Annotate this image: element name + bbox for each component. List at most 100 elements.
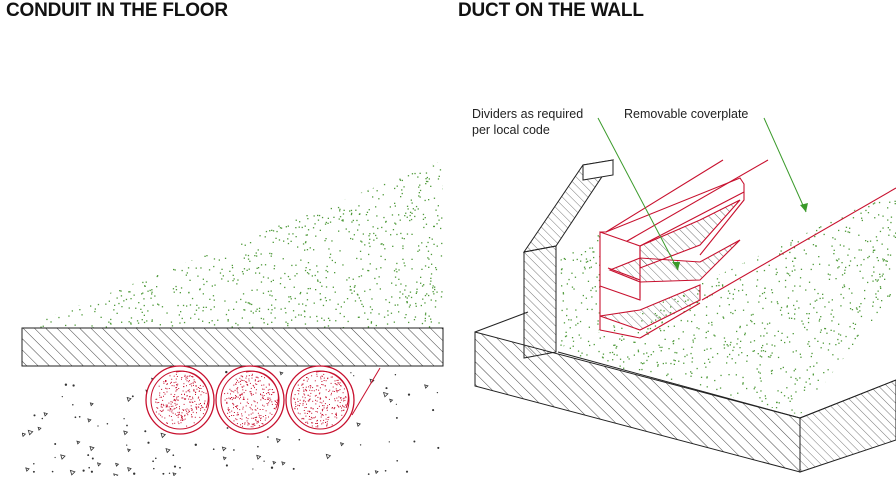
speckle-dot	[848, 248, 850, 250]
speckle-dot	[809, 366, 811, 368]
speckle-dot	[653, 208, 655, 211]
speckle-dot	[171, 208, 173, 211]
speckle-dot	[889, 294, 891, 296]
conduit-stipple	[254, 424, 256, 426]
speckle-dot	[879, 273, 881, 275]
speckle-dot	[761, 356, 763, 358]
speckle-dot	[643, 225, 645, 227]
speckle-dot	[756, 270, 758, 273]
conduit-stipple	[302, 387, 304, 389]
speckle-dot	[625, 298, 627, 300]
speckle-dot	[875, 236, 878, 238]
speckle-dot	[298, 314, 300, 316]
speckle-dot	[787, 397, 790, 399]
speckle-dot	[227, 320, 229, 322]
speckle-dot	[760, 214, 762, 216]
speckle-dot	[245, 202, 247, 204]
conduit-stipple	[186, 412, 188, 414]
speckle-dot	[270, 255, 272, 257]
speckle-dot	[110, 228, 113, 230]
speckle-dot	[872, 203, 875, 205]
speckle-dot	[129, 248, 131, 251]
conduit-stipple	[319, 401, 321, 403]
conduit-stipple	[229, 398, 231, 400]
speckle-dot	[770, 354, 772, 357]
conduit-stipple	[302, 396, 304, 398]
conduit-stipple	[323, 373, 325, 375]
speckle-dot	[425, 178, 427, 180]
conduit-stipple	[335, 383, 337, 385]
speckle-dot	[566, 308, 568, 310]
speckle-dot	[314, 223, 316, 225]
speckle-dot	[28, 189, 30, 191]
conduit-stipple	[322, 414, 324, 416]
speckle-dot	[742, 382, 744, 384]
speckle-dot	[371, 176, 373, 178]
speckle-dot	[749, 255, 751, 257]
speckle-dot	[590, 289, 592, 292]
speckle-dot	[441, 242, 443, 245]
speckle-dot	[398, 166, 400, 169]
conduit-stipple	[205, 392, 207, 394]
speckle-dot	[324, 240, 326, 242]
speckle-dot	[607, 360, 609, 362]
speckle-dot	[591, 247, 594, 249]
speckle-dot	[304, 242, 307, 244]
gravel-stone	[123, 430, 129, 436]
speckle-dot	[858, 350, 861, 352]
speckle-dot	[571, 286, 574, 288]
speckle-dot	[674, 360, 676, 362]
speckle-dot	[338, 230, 340, 232]
speckle-dot	[82, 213, 84, 215]
conduit-stipple	[241, 386, 243, 388]
speckle-dot	[430, 318, 432, 320]
speckle-dot	[691, 320, 693, 323]
speckle-dot	[304, 269, 307, 272]
conduit-stipple	[175, 387, 177, 389]
conduit-stipple	[342, 392, 344, 394]
speckle-dot	[424, 217, 426, 219]
speckle-dot	[375, 324, 377, 327]
speckle-dot	[588, 326, 590, 328]
speckle-dot	[37, 282, 39, 284]
speckle-dot	[212, 295, 215, 297]
speckle-dot	[892, 351, 895, 354]
speckle-dot	[304, 323, 307, 325]
speckle-dot	[712, 356, 714, 358]
speckle-dot	[150, 200, 153, 202]
speckle-dot	[417, 176, 419, 178]
speckle-dot	[399, 297, 401, 299]
speckle-dot	[357, 229, 359, 231]
speckle-dot	[58, 316, 60, 319]
speckle-dot	[731, 268, 733, 271]
conduit-stipple	[186, 377, 188, 379]
speckle-dot	[729, 292, 731, 295]
speckle-dot	[137, 238, 139, 240]
speckle-dot	[381, 243, 383, 245]
conduit-stipple	[297, 390, 299, 391]
speckle-dot	[325, 269, 327, 272]
speckle-dot	[439, 169, 442, 171]
conduit-stipple	[310, 392, 312, 394]
speckle-dot	[667, 325, 670, 328]
speckle-dot	[204, 255, 206, 257]
floor-surface-speckle	[22, 160, 443, 328]
speckle-dot	[402, 247, 404, 250]
speckle-dot	[90, 240, 92, 242]
speckle-dot	[297, 172, 299, 175]
conduit-stipple	[260, 419, 261, 421]
conduit-stipple	[155, 398, 157, 400]
conduit-stipple	[271, 394, 273, 395]
speckle-dot	[377, 177, 379, 179]
conduit-stipple	[182, 390, 184, 392]
speckle-dot	[433, 225, 435, 228]
speckle-dot	[841, 262, 843, 264]
speckle-dot	[842, 358, 845, 360]
speckle-dot	[348, 231, 350, 233]
gravel-stone	[89, 445, 95, 452]
speckle-dot	[162, 244, 164, 246]
speckle-dot	[342, 213, 345, 215]
speckle-dot	[635, 199, 637, 202]
conduit-stipple	[316, 373, 318, 375]
speckle-dot	[252, 206, 255, 208]
